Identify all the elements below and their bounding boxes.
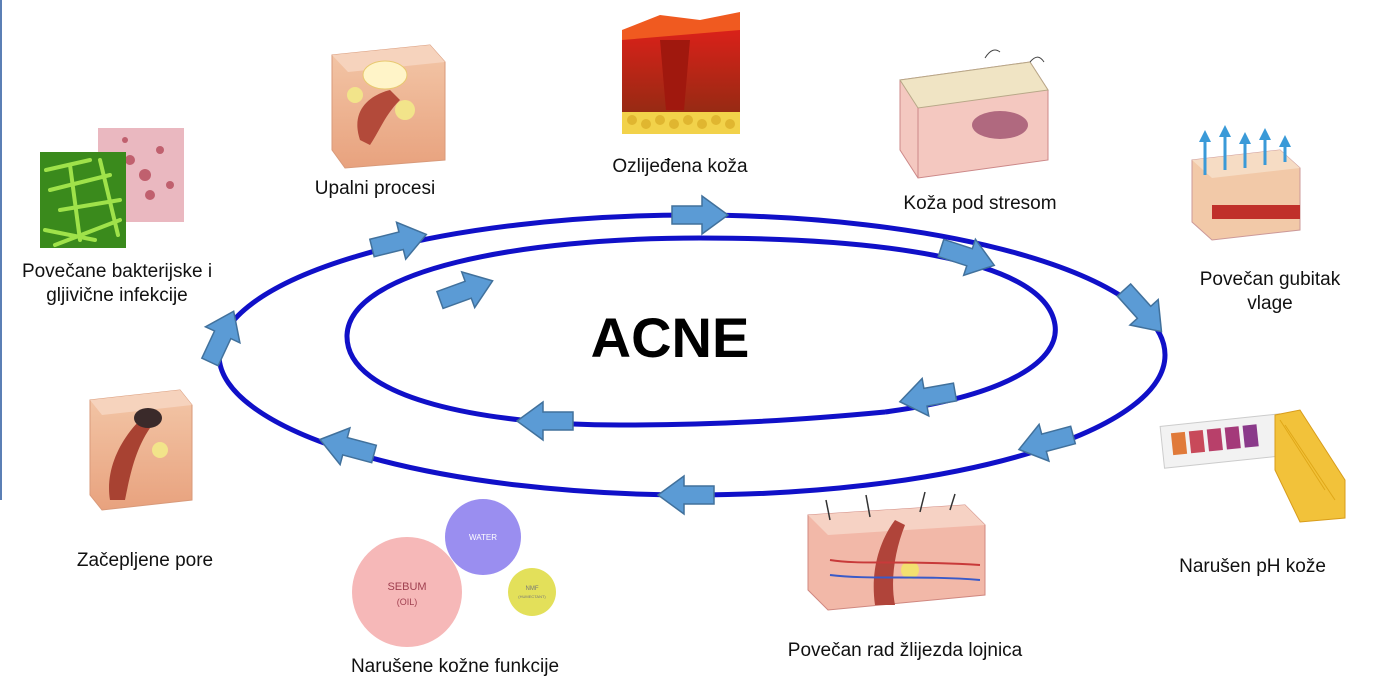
skin-function-bubbles: SEBUM (OIL) WATER NMF (HUMECTANT) [352,499,556,647]
flow-arrow [515,400,574,442]
stage-label-injured-skin: Ozlijeđena koža [612,156,748,177]
flow-arrow [200,310,241,367]
clogged-pore-image [89,389,193,511]
outer-flow-arrows [200,194,1163,516]
flow-arrow [898,376,958,418]
water-bubble [445,499,521,575]
water-bubble-label: WATER [469,533,497,542]
flow-arrow [368,221,428,261]
flow-arrow [435,270,494,310]
injured-skin-image [622,12,740,134]
flow-arrow [937,237,996,277]
diagram-title: ACNE [590,306,750,369]
stage-label-ph: Narušen pH kože [1179,556,1326,577]
flow-arrow [1116,282,1163,333]
stage-label-inflammation: Upalni procesi [314,178,436,199]
stressed-skin-image [899,49,1049,179]
moisture-loss-image [1191,125,1301,241]
stage-label-skin-functions: Narušene kožne funkcije [350,656,560,677]
humectant-bubble-label: (HUMECTANT) [518,594,546,599]
stage-label-moisture-loss: Povečan gubitak vlage [1199,269,1341,314]
flow-arrow [671,194,730,236]
flow-arrow [318,426,378,467]
inflamed-pore-image [331,44,446,169]
left-edge-line [0,0,2,500]
flow-arrow [656,474,715,516]
inner-flow-arrows [435,270,958,442]
stage-label-clogged-pores: Začepljene pore [76,550,214,571]
stage-label-sebaceous: Povečan rad žlijezda lojnica [787,640,1023,661]
flow-arrow [1017,422,1077,463]
sebum-bubble [352,537,462,647]
stage-label-infections: Povečane bakterijske i gljivične infekci… [21,261,213,306]
stage-label-stressed-skin: Koža pod stresom [903,193,1057,214]
oil-bubble-label: (OIL) [397,597,418,607]
nmf-bubble [508,568,556,616]
nmf-bubble-label: NMF [526,586,539,592]
sebum-bubble-label: SEBUM [387,581,426,593]
bacteria-fungus-image [40,128,184,248]
ph-paper-image [1159,409,1346,523]
sebaceous-gland-image [807,491,986,611]
inner-cycle-ring [344,235,1058,428]
